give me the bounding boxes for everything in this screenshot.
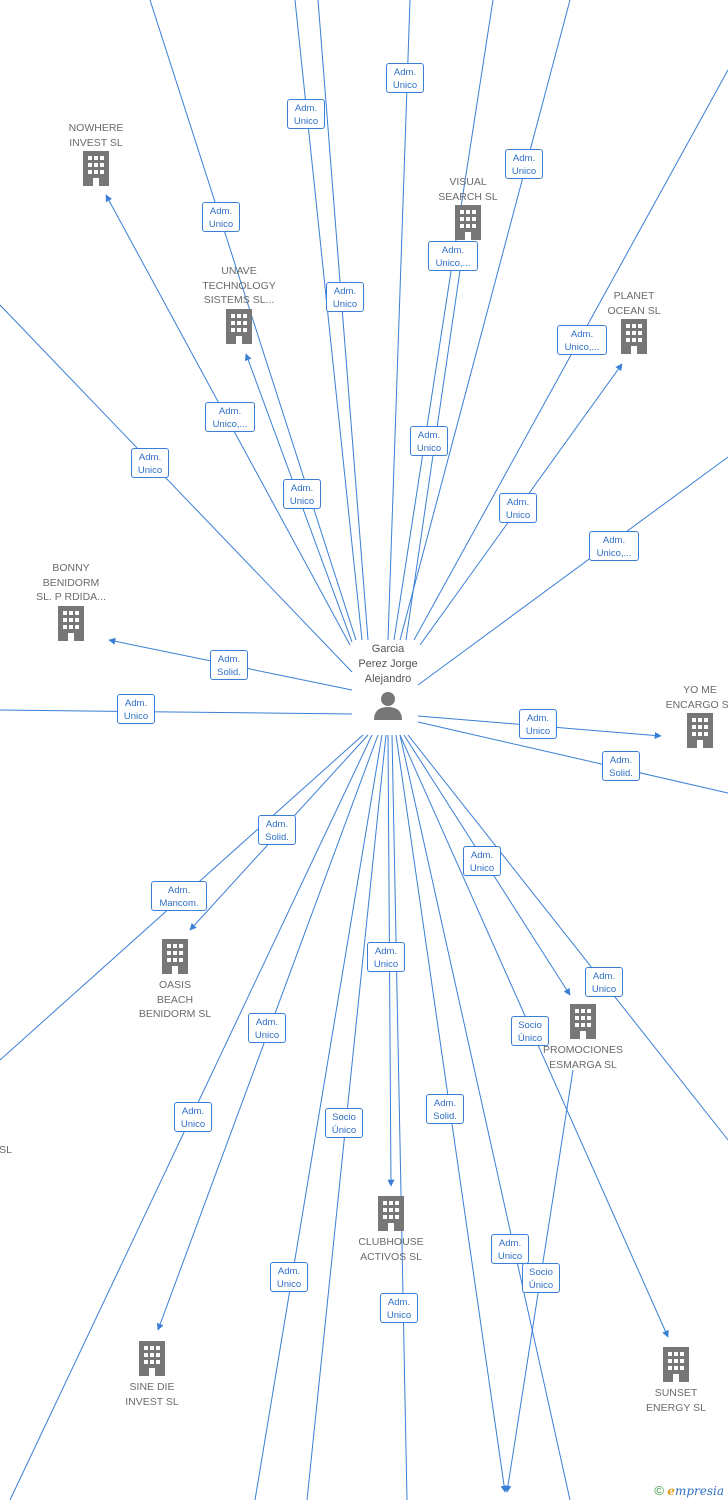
company-nowhere-invest[interactable]: NOWHERE INVEST SL <box>36 121 156 186</box>
role-badge[interactable]: Socio Único <box>522 1263 560 1293</box>
brand-logo: empresia <box>667 1484 724 1498</box>
building-icon <box>58 605 84 641</box>
role-badge[interactable]: Adm. Unico <box>585 967 623 997</box>
company-unave-technology[interactable]: UNAVE TECHNOLOGY SISTEMS SL... <box>179 264 299 344</box>
company-name: CLUBHOUSE ACTIVOS SL <box>358 1236 424 1263</box>
relation-edge <box>417 456 728 686</box>
role-badge[interactable]: Adm. Unico <box>463 846 501 876</box>
role-badge[interactable]: Socio Único <box>511 1016 549 1046</box>
company-name: PLANET OCEAN SL <box>607 290 661 317</box>
role-badge[interactable]: Adm. Unico <box>410 426 448 456</box>
company-name: UNAVE TECHNOLOGY SISTEMS SL... <box>202 265 276 306</box>
role-badge[interactable]: Adm. Unico <box>287 99 325 129</box>
company-name: SUNSET ENERGY SL <box>646 1387 706 1414</box>
company-name: OASIS BEACH BENIDORM SL <box>138 979 212 1020</box>
building-icon <box>162 939 188 974</box>
person-icon <box>374 692 402 720</box>
company-yo-me-encargo[interactable]: YO ME ENCARGO SL <box>640 683 728 748</box>
role-badge[interactable]: Adm. Solid. <box>602 751 640 781</box>
company-promociones-esmarga[interactable]: PROMOCIONES ESMARGA SL <box>523 1003 643 1072</box>
company-name: YO ME ENCARGO SL <box>665 684 728 711</box>
building-icon <box>378 1196 404 1231</box>
role-badge[interactable]: Adm. Unico <box>519 709 557 739</box>
company-planet-ocean[interactable]: PLANET OCEAN SL <box>574 289 694 354</box>
relation-edge <box>393 0 494 641</box>
copyright: © empresia <box>654 1483 724 1498</box>
relation-edge <box>294 0 363 641</box>
role-badge[interactable]: Adm. Unico <box>505 149 543 179</box>
building-icon <box>663 1347 689 1382</box>
role-badge[interactable]: Adm. Unico <box>131 448 169 478</box>
role-badge[interactable]: Adm. Solid. <box>210 650 248 680</box>
building-icon <box>226 308 252 344</box>
company-name: SINE DIE INVEST SL <box>125 1381 179 1408</box>
relation-edge <box>149 0 357 641</box>
company-sunset-energy[interactable]: SUNSET ENERGY SL <box>616 1346 728 1415</box>
role-badge[interactable]: Adm. Unico,... <box>205 402 255 432</box>
role-badge[interactable]: Adm. Unico,... <box>589 531 639 561</box>
company-clubhouse-activos[interactable]: CLUBHOUSE ACTIVOS SL <box>331 1195 451 1264</box>
company-visual-search[interactable]: VISUAL SEARCH SL <box>408 175 528 240</box>
relation-edge <box>407 734 728 1141</box>
role-badge[interactable]: Adm. Unico <box>248 1013 286 1043</box>
company-name: VISUAL SEARCH SL <box>438 176 498 203</box>
building-icon <box>455 205 481 240</box>
role-badge[interactable]: Adm. Mancom. <box>151 881 207 911</box>
person-node[interactable]: Garcia Perez Jorge Alejandro <box>328 642 448 720</box>
company-name: BONNY BENIDORM SL. P RDIDA... <box>36 562 106 603</box>
company-oasis-beach[interactable]: OASIS BEACH BENIDORM SL <box>115 938 235 1022</box>
role-badge[interactable]: Adm. Unico <box>499 493 537 523</box>
company-name: NOWHERE INVEST SL <box>68 122 124 149</box>
role-badge[interactable]: Adm. Unico <box>202 202 240 232</box>
building-icon <box>139 1341 165 1376</box>
company-bonny-benidorm[interactable]: BONNY BENIDORM SL. P RDIDA... <box>11 561 131 641</box>
role-badge[interactable]: Adm. Unico <box>326 282 364 312</box>
role-badge[interactable]: Adm. Solid. <box>426 1094 464 1124</box>
role-badge[interactable]: Adm. Solid. <box>258 815 296 845</box>
company-sine-die-invest[interactable]: SINE DIE INVEST SL <box>92 1340 212 1409</box>
building-icon <box>621 319 647 354</box>
role-badge[interactable]: Adm. Unico,... <box>428 241 478 271</box>
role-badge[interactable]: Adm. Unico <box>283 479 321 509</box>
building-icon <box>83 151 109 186</box>
relation-edge <box>399 0 571 641</box>
role-badge[interactable]: Adm. Unico <box>117 694 155 724</box>
relation-edge <box>399 734 571 1500</box>
role-badge[interactable]: Adm. Unico <box>491 1234 529 1264</box>
role-badge[interactable]: Adm. Unico <box>386 63 424 93</box>
relation-edge <box>0 709 353 715</box>
building-icon <box>687 713 713 748</box>
role-badge[interactable]: Adm. Unico <box>270 1262 308 1292</box>
relation-edge <box>317 0 369 641</box>
copyright-symbol: © <box>654 1483 664 1498</box>
role-badge[interactable]: Adm. Unico <box>174 1102 212 1132</box>
building-icon <box>570 1004 596 1039</box>
role-badge[interactable]: Adm. Unico,... <box>557 325 607 355</box>
relation-edge <box>417 721 728 794</box>
relation-edge <box>254 734 383 1500</box>
company-name: PROMOCIONES ESMARGA SL <box>543 1044 623 1071</box>
role-badge[interactable]: Socio Único <box>325 1108 363 1138</box>
company-name: SL <box>0 1144 12 1156</box>
company-partial-left[interactable]: SL <box>0 1143 12 1158</box>
relation-edge <box>391 734 408 1500</box>
role-badge[interactable]: Adm. Unico <box>380 1293 418 1323</box>
relation-edge <box>387 0 411 641</box>
relation-edge <box>0 304 353 673</box>
relation-edge <box>413 69 728 641</box>
role-badge[interactable]: Adm. Unico <box>367 942 405 972</box>
person-name: Garcia Perez Jorge Alejandro <box>358 643 418 685</box>
